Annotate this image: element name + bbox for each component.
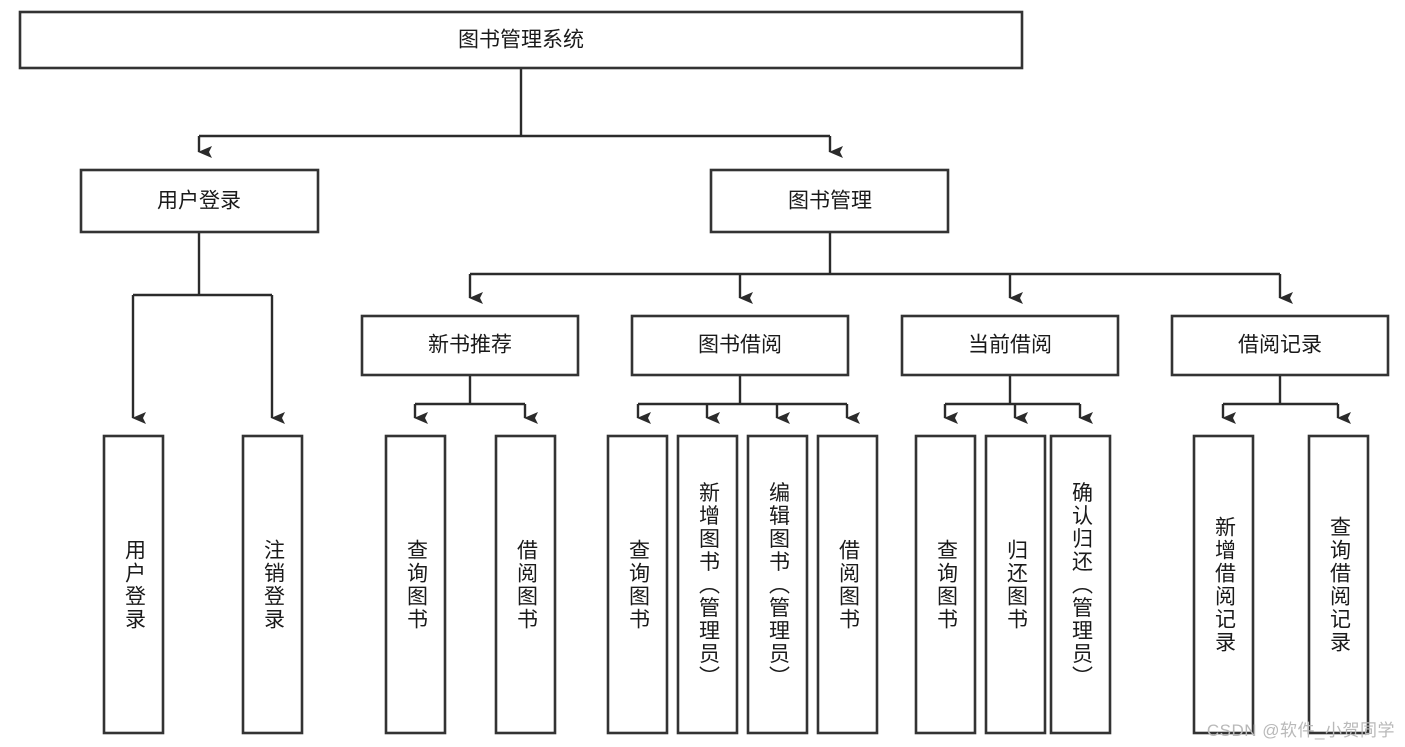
node-label-leaf: 新增图书（管理员）: [696, 482, 720, 689]
node-leaf-current-borrow-return[interactable]: 归还图书: [984, 434, 1047, 735]
node-label-book-borrow: 图书借阅: [698, 334, 782, 357]
node-label-leaf: 借阅图书: [514, 539, 538, 631]
connector-group-root-to-level2: [197, 68, 843, 158]
node-box-book-borrow[interactable]: [630, 314, 850, 377]
node-box-leaf[interactable]: [746, 434, 809, 735]
node-new-book-recommend[interactable]: 新书推荐: [360, 314, 580, 377]
node-label-leaf: 查询图书: [626, 539, 650, 631]
node-box-leaf[interactable]: [914, 434, 977, 735]
node-label-leaf: 用户登录: [122, 539, 146, 631]
node-box-leaf[interactable]: [1192, 434, 1255, 735]
node-box-borrow-records[interactable]: [1170, 314, 1390, 377]
node-box-leaf[interactable]: [816, 434, 879, 735]
node-box-leaf[interactable]: [384, 434, 447, 735]
node-label-book-management: 图书管理: [788, 190, 872, 213]
connector-group-bookmgmt-to-level3: [468, 232, 1293, 304]
node-book-management[interactable]: 图书管理: [709, 168, 950, 234]
node-box-user-login[interactable]: [79, 168, 320, 234]
node-book-borrow[interactable]: 图书借阅: [630, 314, 850, 377]
node-box-leaf[interactable]: [606, 434, 669, 735]
node-label-user-login: 用户登录: [157, 190, 241, 213]
node-leaf-current-borrow-query[interactable]: 查询图书: [914, 434, 977, 735]
connector-group-userlogin-to-leaves: [131, 232, 285, 424]
node-label-leaf: 查询图书: [934, 539, 958, 631]
node-box-current-borrow[interactable]: [900, 314, 1120, 377]
node-label-leaf: 注销登录: [261, 539, 285, 631]
node-leaf-borrow-records-query[interactable]: 查询借阅记录: [1307, 434, 1370, 735]
node-leaf-borrow-records-add[interactable]: 新增借阅记录: [1192, 434, 1255, 735]
node-box-new-book-recommend[interactable]: [360, 314, 580, 377]
node-leaf-book-borrow-query[interactable]: 查询图书: [606, 434, 669, 735]
node-box-leaf[interactable]: [241, 434, 304, 735]
node-label-leaf: 查询借阅记录: [1327, 516, 1351, 654]
node-leaf-new-book-query[interactable]: 查询图书: [384, 434, 447, 735]
node-borrow-records[interactable]: 借阅记录: [1170, 314, 1390, 377]
node-user-login[interactable]: 用户登录: [79, 168, 320, 234]
node-box-leaf[interactable]: [1049, 434, 1112, 735]
node-label-borrow-records: 借阅记录: [1238, 334, 1322, 357]
node-box-leaf[interactable]: [494, 434, 557, 735]
node-box-book-management[interactable]: [709, 168, 950, 234]
node-label-new-book-recommend: 新书推荐: [428, 334, 512, 357]
node-box-leaf[interactable]: [102, 434, 165, 735]
node-leaf-book-borrow-borrow[interactable]: 借阅图书: [816, 434, 879, 735]
node-label-root: 图书管理系统: [458, 29, 584, 52]
connector-group-borrowrecords-to-leaves: [1221, 375, 1351, 424]
node-label-leaf: 借阅图书: [836, 539, 860, 631]
node-box-leaf[interactable]: [984, 434, 1047, 735]
node-leaf-user-login-logout[interactable]: 注销登录: [241, 434, 304, 735]
connector-group-bookborrow-to-leaves: [636, 375, 860, 424]
connector-group-currentborrow-to-leaves: [943, 375, 1093, 424]
node-box-leaf[interactable]: [676, 434, 739, 735]
node-label-leaf: 查询图书: [404, 539, 428, 631]
node-label-leaf: 确认归还（管理员）: [1069, 482, 1093, 689]
node-label-leaf: 编辑图书（管理员）: [766, 482, 790, 689]
node-label-leaf: 新增借阅记录: [1212, 516, 1236, 654]
node-label-leaf: 归还图书: [1004, 539, 1028, 631]
node-box-leaf[interactable]: [1307, 434, 1370, 735]
node-leaf-book-borrow-add[interactable]: 新增图书（管理员）: [676, 434, 739, 735]
node-root-book-management-system[interactable]: 图书管理系统: [18, 10, 1024, 70]
node-leaf-book-borrow-edit[interactable]: 编辑图书（管理员）: [746, 434, 809, 735]
node-label-current-borrow: 当前借阅: [968, 334, 1052, 357]
node-box-root[interactable]: [18, 10, 1024, 70]
node-leaf-current-borrow-confirm-return[interactable]: 确认归还（管理员）: [1049, 434, 1112, 735]
node-leaf-user-login-login[interactable]: 用户登录: [102, 434, 165, 735]
connector-group-newbook-to-leaves: [413, 375, 538, 424]
node-leaf-new-book-borrow[interactable]: 借阅图书: [494, 434, 557, 735]
node-current-borrow[interactable]: 当前借阅: [900, 314, 1120, 377]
